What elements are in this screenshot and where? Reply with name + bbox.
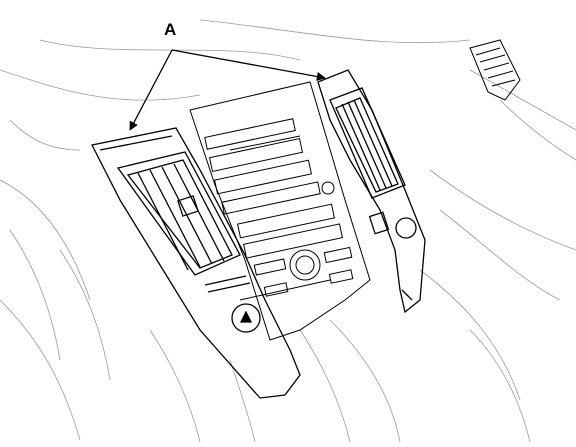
right-vent-bezel — [317, 69, 426, 314]
left-vent-bezel — [91, 127, 301, 399]
leader-line-right — [171, 49, 326, 82]
dashboard-background-sketch — [0, 19, 576, 443]
right-side-vent-sketch — [469, 39, 521, 101]
callout-leader-lines — [129, 49, 326, 131]
callout-label-a: A — [164, 20, 177, 39]
center-console-panel — [189, 81, 371, 341]
leader-line-left — [129, 49, 173, 131]
